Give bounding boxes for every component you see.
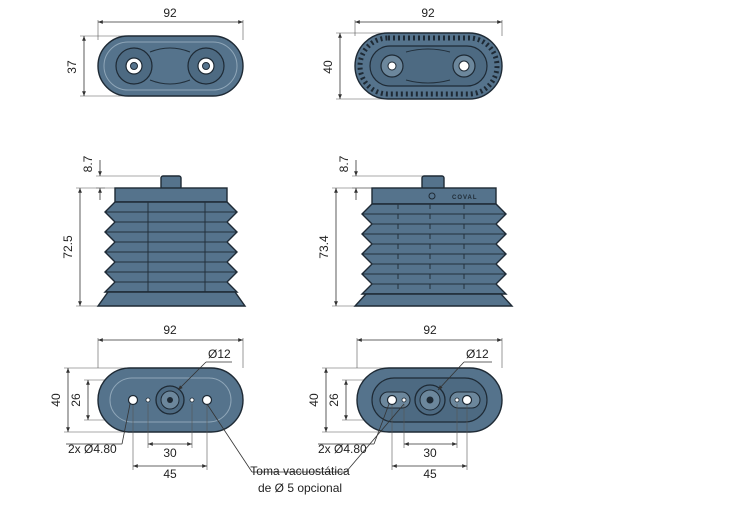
- bottom-right-spacing-inner: 30: [423, 446, 437, 460]
- callout-line-1: Toma vacuostática: [250, 464, 350, 478]
- side-right-stem-dim: 8.7: [337, 155, 351, 172]
- bottom-left-spacing-outer: 45: [163, 467, 177, 481]
- bottom-right-outer-h-dim: 40: [307, 393, 321, 407]
- side-left-height-dim: 72.5: [61, 235, 75, 259]
- top-view-left: 92 37: [65, 6, 244, 97]
- bottom-right-hole-b: [461, 394, 473, 406]
- bottom-left-hole-b: [201, 394, 213, 406]
- top-right-height-dim: 40: [321, 60, 335, 74]
- bottom-view-left: 92 40 26 Ø12 2x Ø4.80 30 45: [49, 323, 244, 481]
- top-view-right: 92 40: [321, 6, 503, 100]
- bottom-right-spacing-outer: 45: [423, 467, 437, 481]
- bottom-right-width-dim: 92: [423, 323, 437, 337]
- bottom-left-spacing-inner: 30: [163, 446, 177, 460]
- top-left-width-dim: 92: [163, 6, 177, 20]
- bottom-right-holes-label: 2x Ø4.80: [318, 442, 367, 456]
- bottom-left-port-dia: Ø12: [208, 347, 231, 361]
- side-right-bellows: [360, 203, 508, 295]
- bottom-view-right: 92 40 26 Ø12 2x Ø4.80 30 45: [307, 323, 503, 481]
- side-left-stem: [160, 175, 182, 190]
- bottom-right-port-dia: Ø12: [466, 347, 489, 361]
- gripping-ring: [357, 35, 500, 97]
- bottom-left-outer-h-dim: 40: [49, 393, 63, 407]
- side-right-lip: [353, 293, 514, 307]
- side-left-stem-dim: 8.7: [81, 155, 95, 172]
- bottom-left-holes-label: 2x Ø4.80: [68, 442, 117, 456]
- side-left-bellows: [103, 201, 239, 293]
- brand-label: COVAL: [452, 195, 478, 201]
- bottom-right-hole-a: [386, 394, 398, 406]
- top-left-height-dim: 37: [65, 60, 79, 74]
- side-right-stem: [421, 175, 445, 190]
- bottom-right-inner-h-dim: 26: [327, 393, 341, 407]
- bottom-left-inner-h-dim: 26: [69, 393, 83, 407]
- side-right-height-dim: 73.4: [317, 235, 331, 259]
- bottom-left-hole-a: [127, 394, 139, 406]
- side-view-right: 8.7 73.4 COVAL: [317, 155, 514, 307]
- side-left-lip: [96, 291, 247, 307]
- vacuum-port-callout: Toma vacuostática de Ø 5 opcional: [206, 403, 405, 495]
- side-view-left: 8.7 72.5: [61, 155, 247, 307]
- callout-line-2: de Ø 5 opcional: [258, 481, 342, 495]
- side-left-top-plate: [114, 187, 228, 203]
- bottom-left-width-dim: 92: [163, 323, 177, 337]
- top-right-width-dim: 92: [421, 6, 435, 20]
